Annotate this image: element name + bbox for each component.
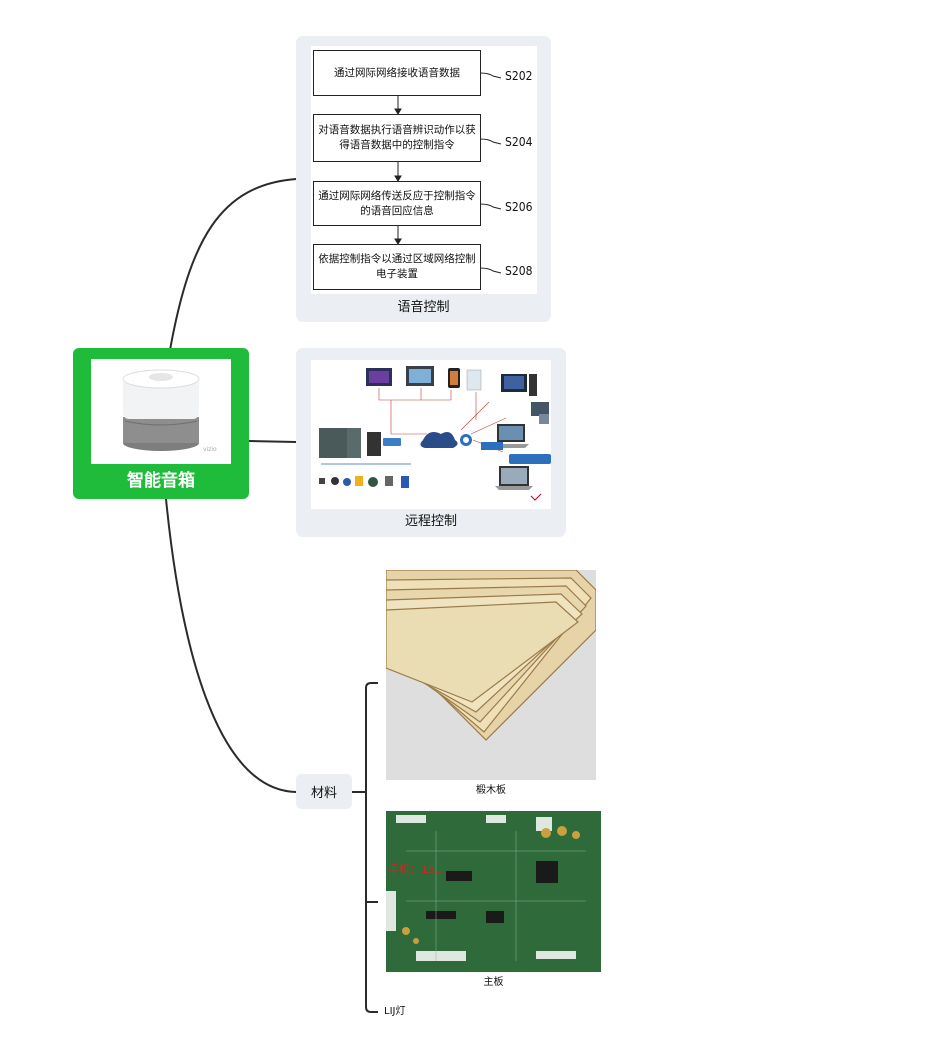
- svg-text:vizio: vizio: [203, 446, 217, 453]
- flow-step-code: S206: [505, 200, 533, 214]
- materials-node[interactable]: 材料: [296, 774, 352, 809]
- link-root-material: [165, 498, 297, 793]
- flow-step-code: S204: [505, 135, 533, 149]
- remote-control-card[interactable]: 远程控制: [296, 348, 566, 537]
- mainboard-image: 手机：15...: [386, 811, 601, 972]
- voice-control-label: 语音控制: [397, 300, 450, 315]
- flow-step-code: S202: [505, 69, 533, 83]
- light-label[interactable]: LIJ灯: [384, 1006, 406, 1017]
- root-label: 智能音箱: [127, 471, 195, 491]
- link-root-voice: [169, 178, 297, 351]
- flow-step-text: 对语音数据执行语音辨识动作以获得语音数据中的控制指令: [318, 124, 476, 151]
- materials-label: 材料: [310, 786, 337, 801]
- link-material-bracket: [352, 682, 378, 1013]
- flow-step-text: 通过网际网络接收语音数据: [334, 66, 460, 79]
- root-node[interactable]: vizio 智能音箱: [73, 348, 249, 499]
- flow-step-text: 通过网际网络传送反应于控制指令的语音回应信息: [318, 189, 476, 217]
- voice-control-card[interactable]: 通过网际网络接收语音数据 S202 对语音数据执行语音辨识动作以获得语音数据中的…: [296, 36, 551, 322]
- basswood-board-label: 椴木板: [476, 785, 506, 796]
- flow-step-s208: 依据控制指令以通过区域网络控制电子装置: [313, 244, 481, 290]
- flow-step-code: S208: [505, 264, 533, 278]
- remote-control-label: 远程控制: [404, 514, 457, 529]
- mainboard-watermark: 手机：15...: [388, 862, 446, 876]
- mainboard-label: 主板: [483, 977, 504, 988]
- remote-control-diagram-image: [311, 360, 551, 509]
- flow-step-s202: 通过网际网络接收语音数据: [313, 50, 481, 96]
- basswood-board-image: [386, 570, 596, 780]
- link-root-remote: [248, 440, 297, 443]
- voice-flowchart-image: 通过网际网络接收语音数据 S202 对语音数据执行语音辨识动作以获得语音数据中的…: [311, 46, 537, 294]
- flow-step-s204: 对语音数据执行语音辨识动作以获得语音数据中的控制指令: [313, 114, 481, 162]
- smart-speaker-image: vizio: [91, 359, 231, 464]
- flow-step-s206: 通过网际网络传送反应于控制指令的语音回应信息: [313, 181, 481, 226]
- flow-step-text: 依据控制指令以通过区域网络控制电子装置: [318, 253, 476, 280]
